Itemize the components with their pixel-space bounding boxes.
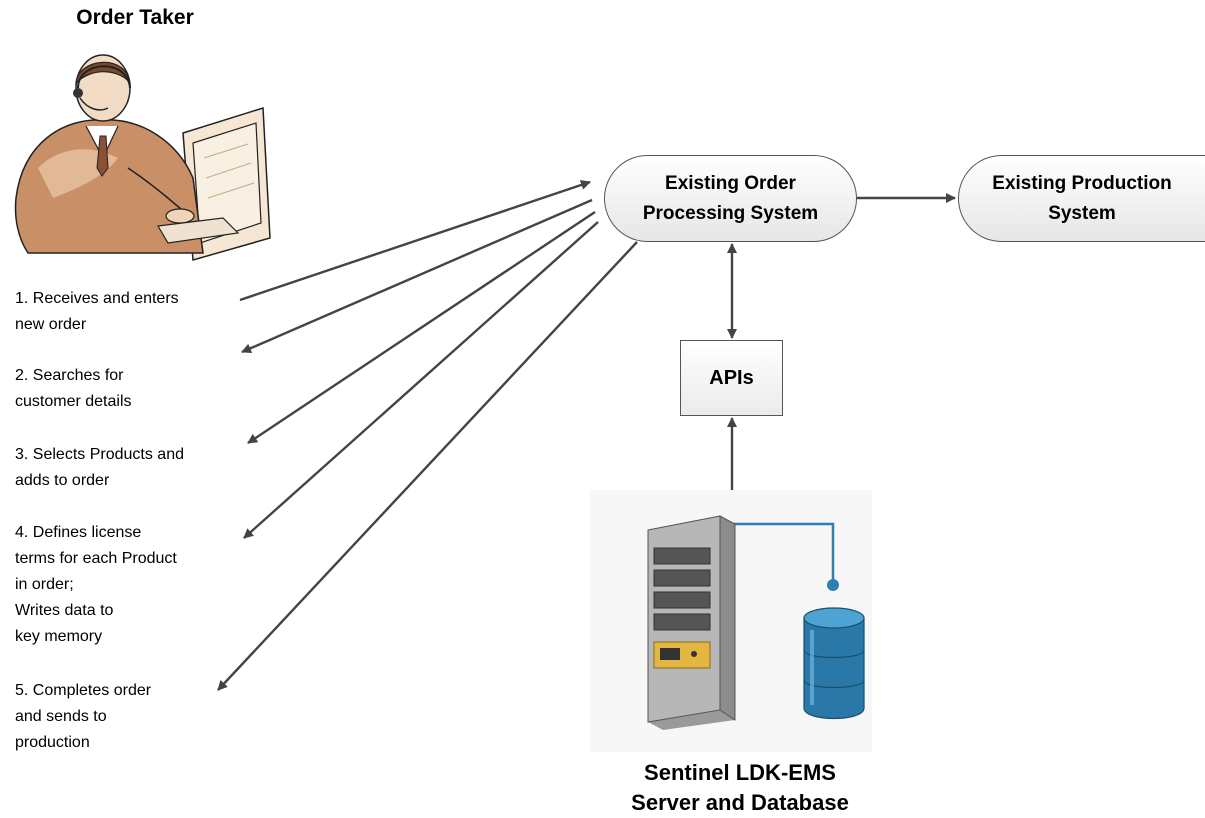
- server-label-line-1: Sentinel LDK-EMS: [644, 760, 836, 785]
- step-1-line-1: 1. Receives and enters: [15, 290, 179, 307]
- order-processing-line-2: Processing System: [642, 202, 819, 224]
- step-3-line-1: 3. Selects Products and: [15, 446, 184, 463]
- step-4-line-2: terms for each Product: [15, 550, 177, 567]
- step-2-text: 2. Searches for customer details: [15, 363, 235, 415]
- step-5-text: 5. Completes order and sends to producti…: [15, 678, 235, 756]
- step-2-line-2: customer details: [15, 393, 132, 410]
- server-database-label: Sentinel LDK-EMS Server and Database: [590, 758, 890, 818]
- step-4-line-3: in order;: [15, 576, 74, 593]
- step-2-line-1: 2. Searches for: [15, 367, 124, 384]
- step-5-line-3: production: [15, 734, 90, 751]
- production-line-2: System: [1048, 202, 1116, 224]
- arrow-step1-to-system: [239, 180, 591, 302]
- arrow-system-to-step4: [243, 221, 599, 539]
- apis-label: APIs: [709, 367, 754, 389]
- production-system-node: Existing Production System: [958, 155, 1205, 242]
- step-4-line-1: 4. Defines license: [15, 524, 142, 541]
- order-processing-line-1: Existing Order: [665, 172, 796, 194]
- step-4-line-4: Writes data to: [15, 602, 114, 619]
- production-line-1: Existing Production: [992, 172, 1172, 194]
- server-illustration: [590, 490, 872, 752]
- step-5-line-2: and sends to: [15, 708, 107, 725]
- server-tower-icon: [647, 515, 736, 730]
- order-processing-system-node: Existing Order Processing System: [604, 155, 857, 242]
- database-barrel-icon: [803, 607, 865, 720]
- arrow-system-to-step2: [241, 198, 593, 354]
- step-1-text: 1. Receives and enters new order: [15, 286, 235, 338]
- step-5-line-1: 5. Completes order: [15, 682, 152, 699]
- step-1-line-2: new order: [15, 316, 87, 333]
- server-label-line-2: Server and Database: [631, 790, 849, 815]
- apis-node: APIs: [680, 340, 783, 416]
- step-4-line-5: key memory: [15, 628, 103, 645]
- step-4-text: 4. Defines license terms for each Produc…: [15, 520, 235, 650]
- order-taker-title: Order Taker: [76, 6, 194, 29]
- step-3-line-2: adds to order: [15, 472, 110, 489]
- arrow-system-to-step5: [217, 241, 638, 691]
- arrow-system-to-step3: [247, 211, 596, 444]
- person-at-computer-icon: [14, 54, 271, 261]
- step-3-text: 3. Selects Products and adds to order: [15, 442, 235, 494]
